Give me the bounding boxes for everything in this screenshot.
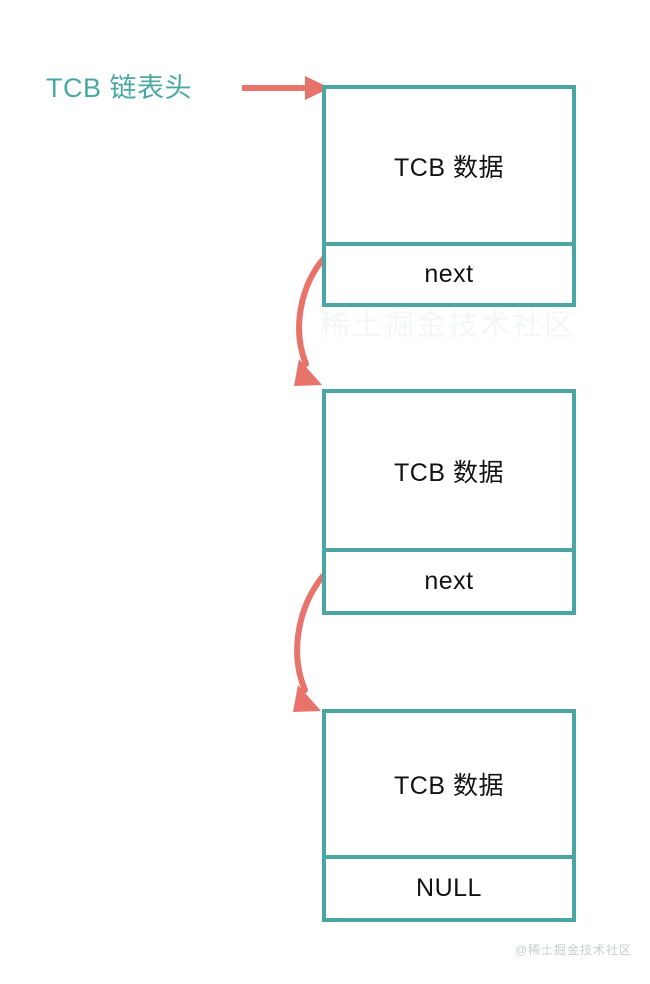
tcb-node-3-data-cell: TCB 数据 — [326, 713, 572, 859]
tcb-node-3: TCB 数据 NULL — [322, 709, 576, 922]
tcb-node-2: TCB 数据 next — [322, 389, 576, 615]
tcb-node-3-next-cell: NULL — [416, 874, 482, 902]
faint-watermark: 稀土掘金技术社区 — [320, 309, 576, 342]
next-link-arrow-2 — [293, 573, 326, 712]
tcb-list-head-label: TCB 链表头 — [46, 73, 193, 103]
tcb-node-1-next-cell: next — [424, 260, 474, 288]
tcb-node-2-next-cell: next — [424, 567, 474, 595]
source-watermark: @稀土掘金技术社区 — [514, 943, 632, 957]
tcb-node-2-data-cell: TCB 数据 — [326, 393, 572, 552]
tcb-node-1: TCB 数据 next — [322, 85, 576, 307]
tcb-node-1-data-cell: TCB 数据 — [326, 89, 572, 246]
head-pointer-arrow — [242, 76, 330, 100]
